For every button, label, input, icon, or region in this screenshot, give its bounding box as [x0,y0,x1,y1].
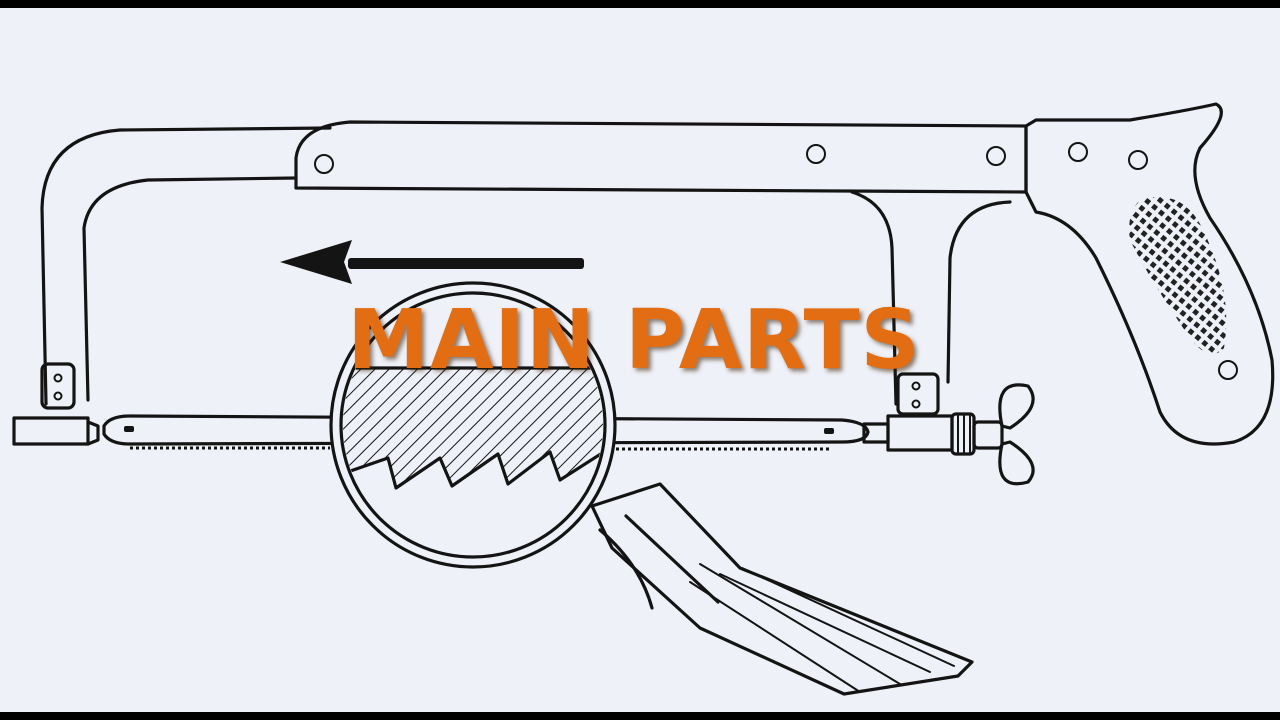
hacksaw-blade [104,416,868,449]
frame-top-bar [296,122,1026,192]
hacksaw-frame [14,128,330,444]
hacksaw-diagram-slide: MAIN PARTS [0,8,1280,712]
tension-wing-nut [864,385,1033,484]
slide-title-text: MAIN PARTS [347,293,921,388]
hacksaw-handle [1026,104,1273,444]
magnifying-glass [300,283,972,694]
hacksaw-drawing [0,8,1280,712]
cut-direction-arrow [280,240,584,284]
slide-title: MAIN PARTS [0,300,1280,382]
magnified-blade-teeth [343,368,603,568]
rear-post [852,192,1010,414]
